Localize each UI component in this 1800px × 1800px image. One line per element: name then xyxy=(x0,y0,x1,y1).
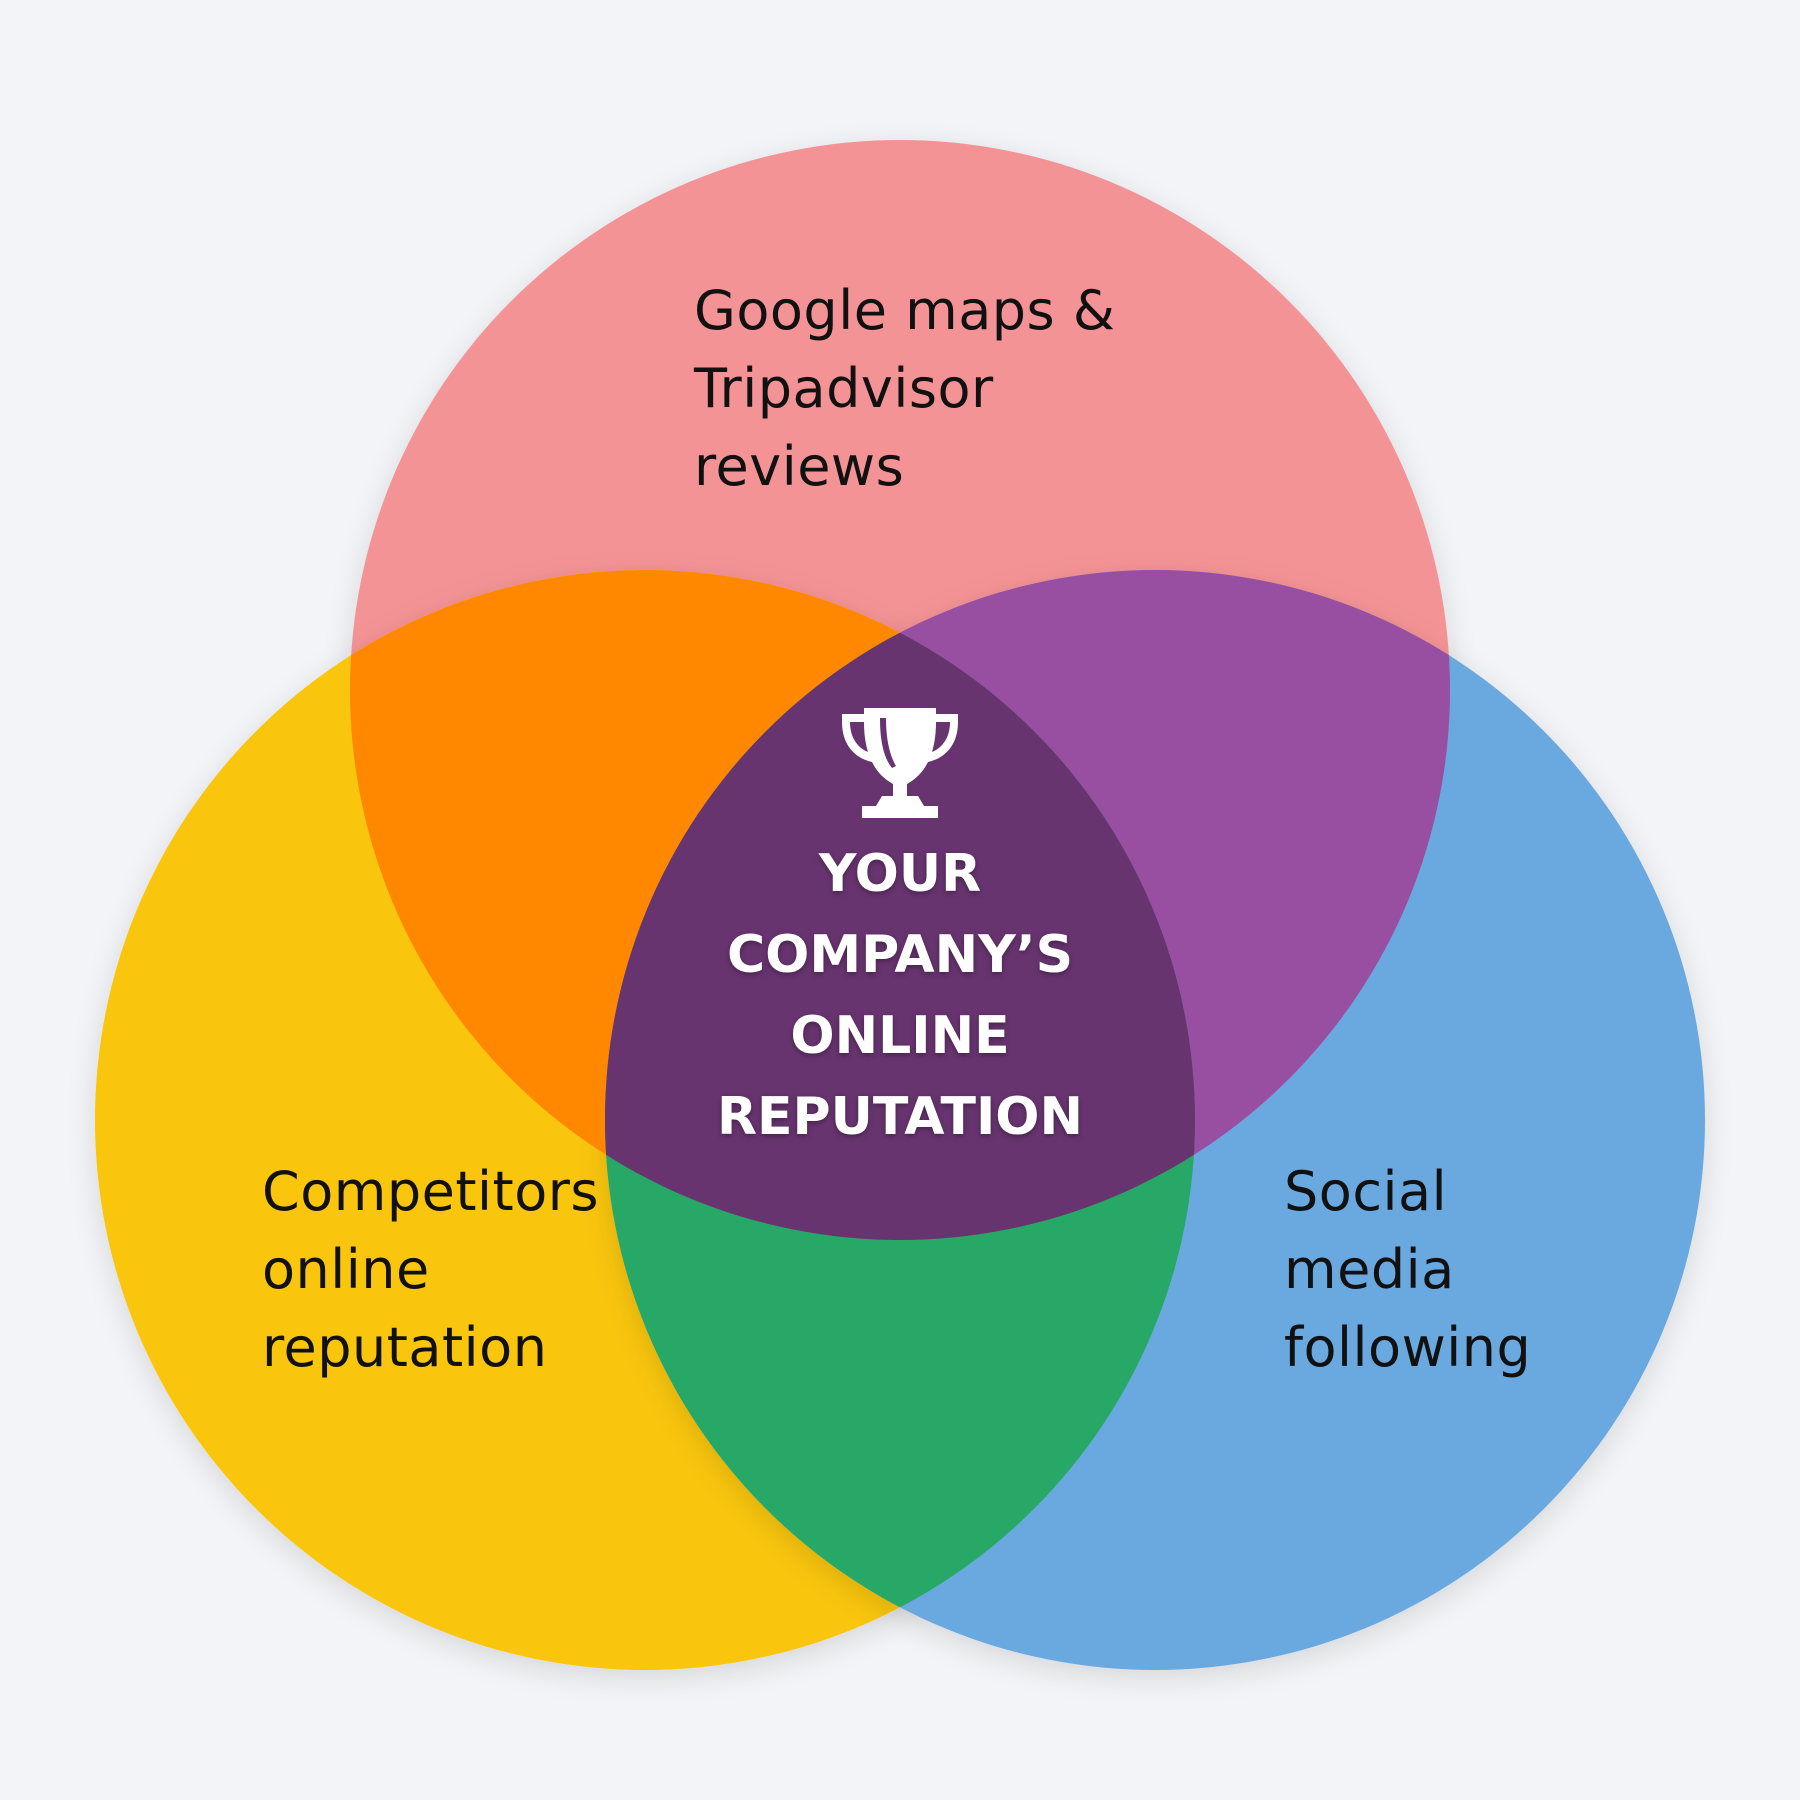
label-line: reviews xyxy=(694,435,905,498)
center-title-line: ONLINE xyxy=(790,1006,1010,1066)
label-line: media xyxy=(1284,1238,1455,1301)
overlap-center xyxy=(605,570,1195,1240)
label-line: Google maps & xyxy=(694,279,1116,342)
label-google-maps-tripadvisor: Google maps & Tripadvisor reviews xyxy=(694,272,1115,506)
label-line: Social xyxy=(1284,1160,1448,1223)
center-title: YOUR COMPANY’S ONLINE REPUTATION xyxy=(600,834,1200,1158)
label-line: reputation xyxy=(262,1316,548,1379)
center-title-line: COMPANY’S xyxy=(726,925,1074,985)
center-title-line: REPUTATION xyxy=(716,1087,1084,1147)
label-line: following xyxy=(1284,1316,1532,1379)
center-title-line: YOUR xyxy=(818,844,982,904)
trophy-icon xyxy=(842,708,958,818)
label-line: online xyxy=(262,1238,430,1301)
label-competitors: Competitors online reputation xyxy=(262,1153,599,1387)
label-social-media: Social media following xyxy=(1284,1153,1531,1387)
label-line: Competitors xyxy=(262,1160,600,1223)
label-line: Tripadvisor xyxy=(694,357,994,420)
